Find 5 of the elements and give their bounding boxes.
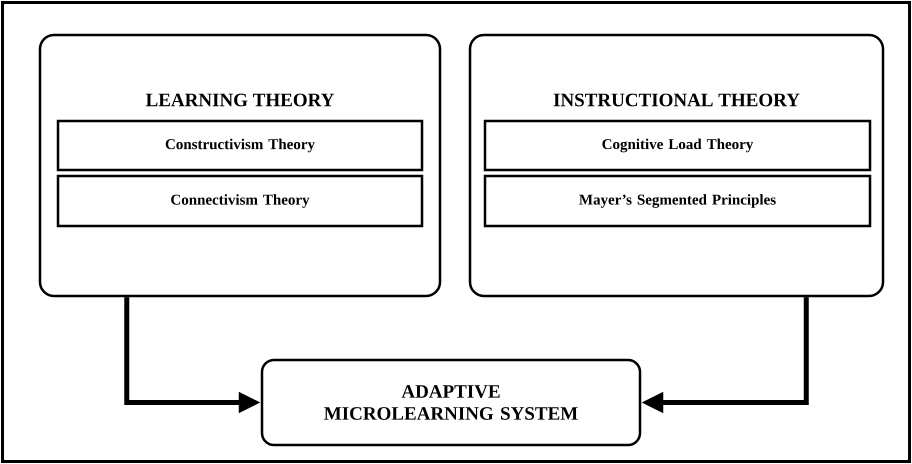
system-box: ADAPTIVE MICROLEARNING SYSTEM: [260, 358, 642, 446]
theory-box: Connectivism Theory: [56, 174, 424, 228]
theory-box: Constructivism Theory: [56, 120, 424, 172]
theory-box: Mayer’s Segmented Principles: [484, 174, 872, 228]
theory-box: Cognitive Load Theory: [484, 120, 872, 172]
